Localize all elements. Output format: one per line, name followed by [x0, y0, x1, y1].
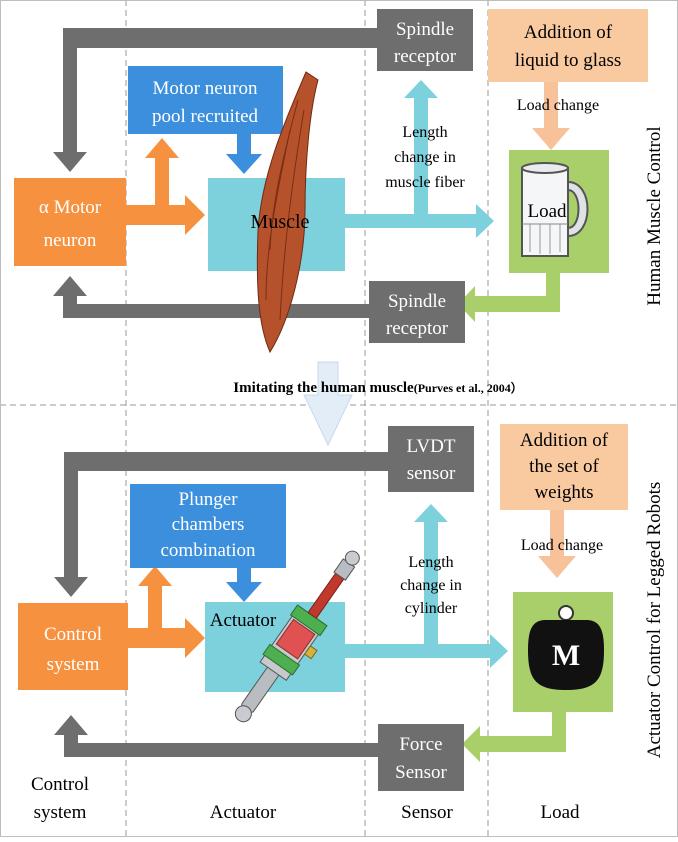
control-to-plunger-arrow: [138, 566, 172, 628]
side-label-bottom: Actuator Control for Legged Robots: [644, 482, 665, 759]
column-load: Load: [540, 802, 580, 823]
pool-to-muscle-arrow: [226, 132, 262, 174]
muscle-to-load-arrow: [345, 204, 494, 238]
addition-arrow: [532, 82, 570, 150]
control-line2: system: [47, 654, 100, 675]
mass-label: M: [552, 639, 580, 672]
spindle-bottom-line2: receptor: [386, 318, 449, 339]
addition-liquid-box: [488, 9, 648, 82]
feedback-arrow-bottom: [53, 276, 372, 318]
feedback-arrow-top-bottom: [54, 452, 388, 597]
addition-weights-line1: Addition of: [520, 430, 609, 451]
load-label-top: Load: [527, 201, 567, 222]
plunger-line1: Plunger: [178, 489, 238, 510]
alpha-neuron-line2: neuron: [44, 230, 97, 251]
middle-caption: Imitating the human muscle(Purves et al.…: [233, 361, 523, 447]
feedback-arrow-bottom-bottom: [54, 715, 378, 757]
bottom-section: Control system Plunger chambers combinat…: [18, 424, 665, 791]
length-bottom-line2: change in: [400, 577, 462, 594]
imitation-arrow: [303, 361, 353, 447]
motor-neuron-pool-box: [128, 66, 283, 134]
neuron-to-pool-arrow: [145, 138, 179, 205]
side-label-top: Human Muscle Control: [644, 126, 665, 305]
neuron-to-muscle-arrow: [125, 195, 205, 235]
mug-icon: [521, 162, 589, 257]
spindle-top-line2: receptor: [394, 46, 457, 67]
lvdt-sensor-box: [388, 426, 474, 492]
column-control-line2: system: [34, 802, 87, 823]
spindle-receptor-bottom-box: [369, 281, 465, 343]
pool-line2: pool recruited: [152, 106, 259, 127]
column-control-line1: Control: [31, 774, 89, 795]
caption-ref: (Purves et al., 2004）: [414, 380, 523, 395]
alpha-motor-neuron-box: [14, 178, 126, 266]
spindle-bottom-line1: Spindle: [388, 291, 446, 312]
actuator-label: Actuator: [210, 610, 277, 631]
addition-line1: Addition of: [524, 22, 613, 43]
spindle-receptor-top-box: [377, 9, 473, 71]
addition-line2: liquid to glass: [515, 50, 622, 71]
length-line3: muscle fiber: [385, 174, 465, 191]
caption: Imitating the human muscle(Purves et al.…: [233, 380, 522, 396]
pool-line1: Motor neuron: [152, 78, 258, 99]
length-line1: Length: [402, 124, 447, 141]
top-section: α Motor neuron Motor neuron pool recruit…: [14, 9, 665, 354]
feedback-arrow-top: [53, 28, 380, 172]
addition-weights-box: [500, 424, 628, 510]
load-feedback-arrow: [458, 272, 560, 322]
column-actuator: Actuator: [210, 802, 277, 823]
length-change-arrow-bottom: [414, 504, 448, 644]
plunger-line3: combination: [161, 540, 256, 561]
mass-weight-icon: [528, 605, 604, 690]
addition-weights-line3: weights: [534, 482, 593, 503]
plunger-line2: chambers: [172, 514, 245, 535]
load-change-label-bottom: Load change: [521, 537, 603, 554]
addition-weights-line2: the set of: [529, 456, 599, 477]
load-feedback-arrow-bottom: [462, 712, 566, 762]
cylinder-illustration: [234, 550, 360, 723]
lvdt-line2: sensor: [407, 463, 456, 484]
length-line2: change in: [394, 149, 456, 166]
force-line2: Sensor: [395, 762, 447, 783]
plunger-box: [130, 484, 286, 568]
actuator-to-load-arrow: [345, 634, 508, 668]
control-line1: Control: [44, 624, 102, 645]
load-change-label-top: Load change: [517, 97, 599, 114]
lvdt-line1: LVDT: [407, 436, 456, 457]
alpha-neuron-line1: α Motor: [39, 197, 102, 218]
addition-arrow-bottom: [538, 510, 576, 578]
force-line1: Force: [399, 734, 442, 755]
length-bottom-line3: cylinder: [405, 600, 458, 617]
muscle-illustration: [256, 71, 319, 354]
column-labels: Control system Actuator Sensor Load: [31, 774, 580, 823]
length-bottom-line1: Length: [408, 554, 453, 571]
control-to-actuator-arrow: [128, 618, 205, 658]
plunger-to-actuator-arrow: [226, 568, 262, 602]
caption-main: Imitating the human muscle: [233, 380, 414, 396]
spindle-top-line1: Spindle: [396, 19, 454, 40]
column-sensor: Sensor: [401, 802, 453, 823]
length-change-arrow: [404, 80, 438, 214]
muscle-label: Muscle: [251, 211, 310, 233]
force-sensor-box: [378, 724, 464, 791]
control-system-box: [18, 603, 128, 690]
